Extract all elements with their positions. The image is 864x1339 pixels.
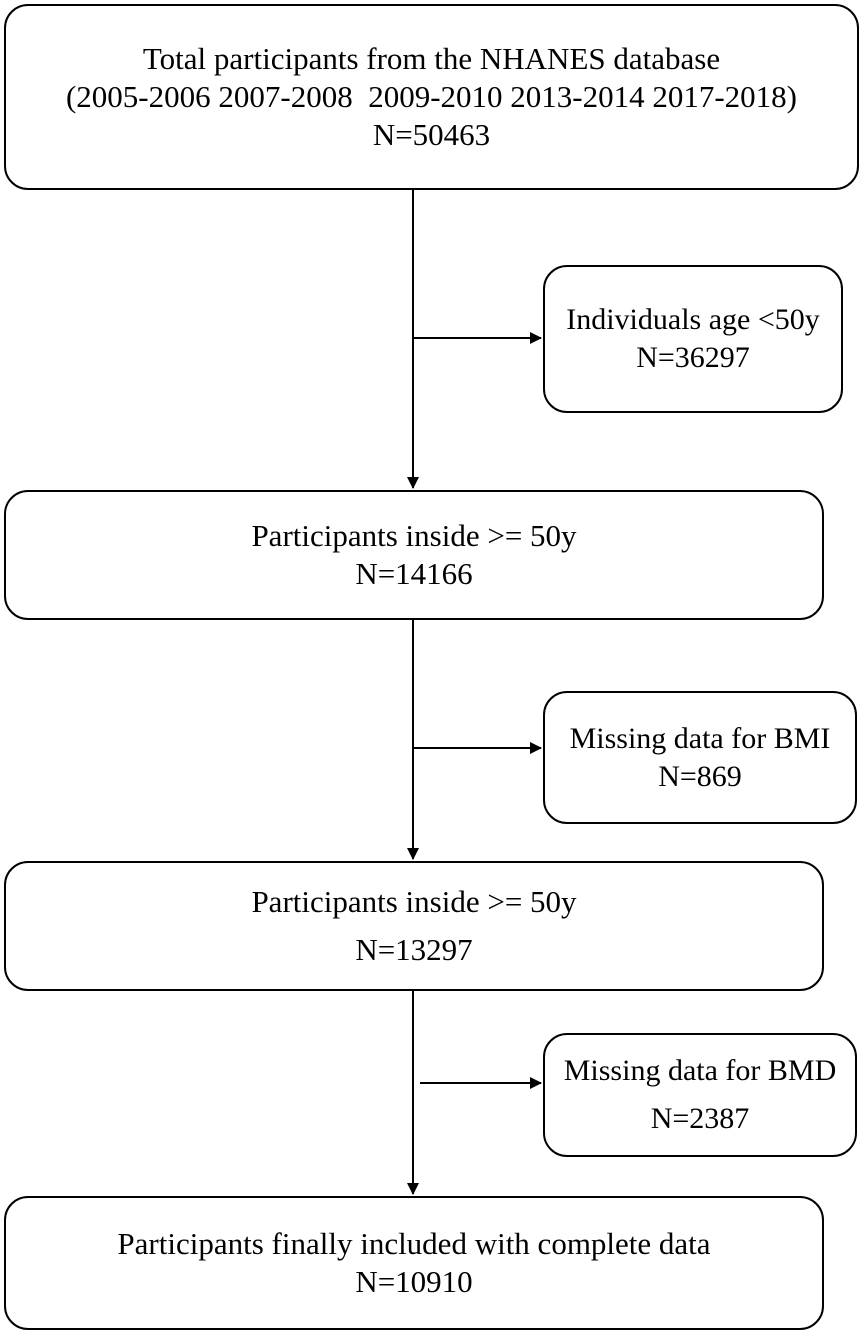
node-total-participants: Total participants from the NHANES datab… <box>4 4 859 190</box>
node-with-bmi-label: Participants inside >= 50y <box>251 884 577 919</box>
node-age-50-plus-count: N=14166 <box>355 556 473 591</box>
node-final-count: N=10910 <box>355 1264 473 1299</box>
node-excluded-age-label: Individuals age <50y <box>566 303 820 336</box>
node-age-50-plus: Participants inside >= 50y N=14166 <box>4 490 824 620</box>
node-excluded-age-count: N=36297 <box>636 341 750 374</box>
node-total-cycles: (2005-2006 2007-2008 2009-2010 2013-2014… <box>65 79 797 114</box>
node-excluded-bmi-label: Missing data for BMI <box>569 721 831 755</box>
node-excluded-bmi: Missing data for BMI N=869 <box>543 691 857 824</box>
node-excluded-bmd: Missing data for BMD N=2387 <box>543 1033 857 1157</box>
node-excluded-bmi-count: N=869 <box>658 759 742 793</box>
node-final-included: Participants finally included with compl… <box>4 1196 824 1330</box>
node-excluded-bmd-label: Missing data for BMD <box>563 1054 837 1087</box>
node-excluded-age: Individuals age <50y N=36297 <box>543 265 843 413</box>
node-final-label: Participants finally included with compl… <box>117 1226 711 1261</box>
node-excluded-bmd-count: N=2387 <box>650 1102 750 1135</box>
node-age-50-plus-label: Participants inside >= 50y <box>251 518 577 553</box>
node-total-count: N=50463 <box>372 117 491 152</box>
node-with-bmi: Participants inside >= 50y N=13297 <box>4 861 824 991</box>
node-with-bmi-count: N=13297 <box>355 932 473 967</box>
node-total-title: Total participants from the NHANES datab… <box>142 41 721 76</box>
